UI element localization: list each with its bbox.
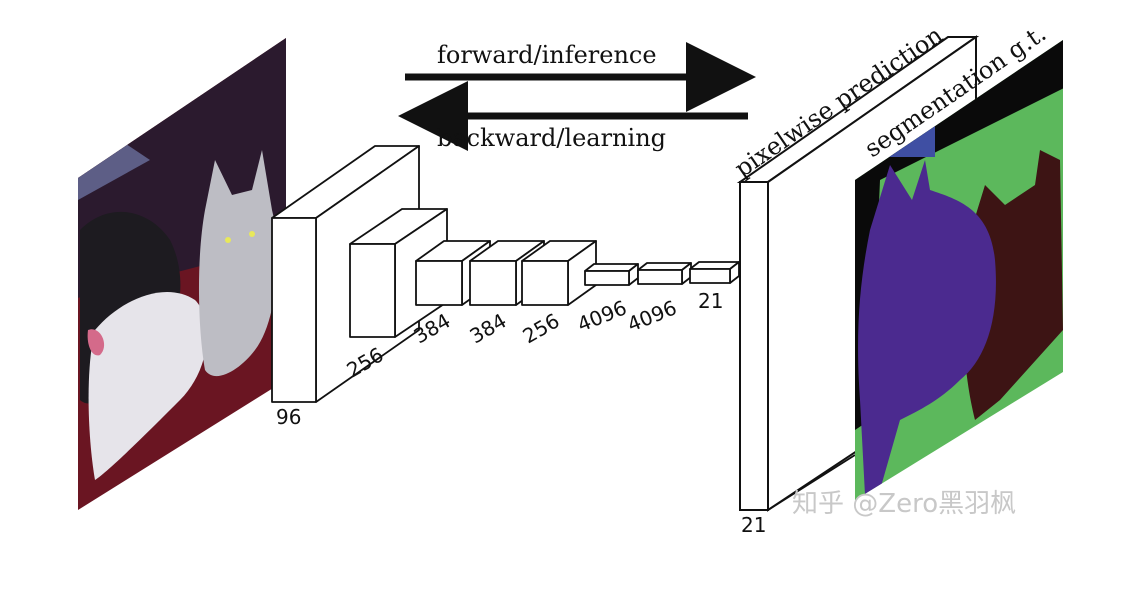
conv-block (584, 263, 639, 286)
conv-block-front (637, 269, 683, 285)
layer-label: 384 (466, 308, 511, 348)
prediction-to-gt-line (767, 454, 856, 511)
photo-dog-white (88, 291, 207, 480)
data-flow-arrows: forward/inference backward/learning (398, 41, 756, 152)
layer-label: 96 (276, 405, 301, 429)
prediction-depth-label: 21 (741, 513, 766, 537)
conv-layers (271, 145, 740, 403)
layer-label: 4096 (574, 295, 630, 336)
layer-label: 21 (698, 289, 723, 313)
layer-label: 4096 (624, 295, 680, 336)
layer-label: 256 (519, 308, 564, 348)
photo-cat-eye (225, 237, 231, 243)
backward-label: backward/learning (437, 124, 666, 152)
seg-dog (858, 160, 996, 495)
seg-cat (963, 150, 1063, 420)
photo-dog-tongue (87, 329, 105, 356)
forward-label: forward/inference (437, 41, 657, 69)
conv-block-front (415, 260, 463, 306)
conv-block (637, 262, 692, 285)
photo-window-light (78, 140, 150, 200)
prediction-front-face (739, 181, 769, 511)
conv-block-front (271, 217, 317, 403)
input-image (78, 38, 286, 510)
photo-cat (198, 150, 278, 377)
conv-block-front (349, 243, 396, 338)
photo-cat-eye (249, 231, 255, 237)
conv-block-front (469, 260, 517, 306)
conv-block-front (584, 270, 630, 286)
watermark: 知乎 @Zero黑羽枫 (792, 489, 1016, 519)
conv-block-front (689, 268, 731, 284)
conv-block (521, 240, 597, 306)
conv-block (689, 261, 740, 284)
conv-block-front (521, 260, 569, 306)
